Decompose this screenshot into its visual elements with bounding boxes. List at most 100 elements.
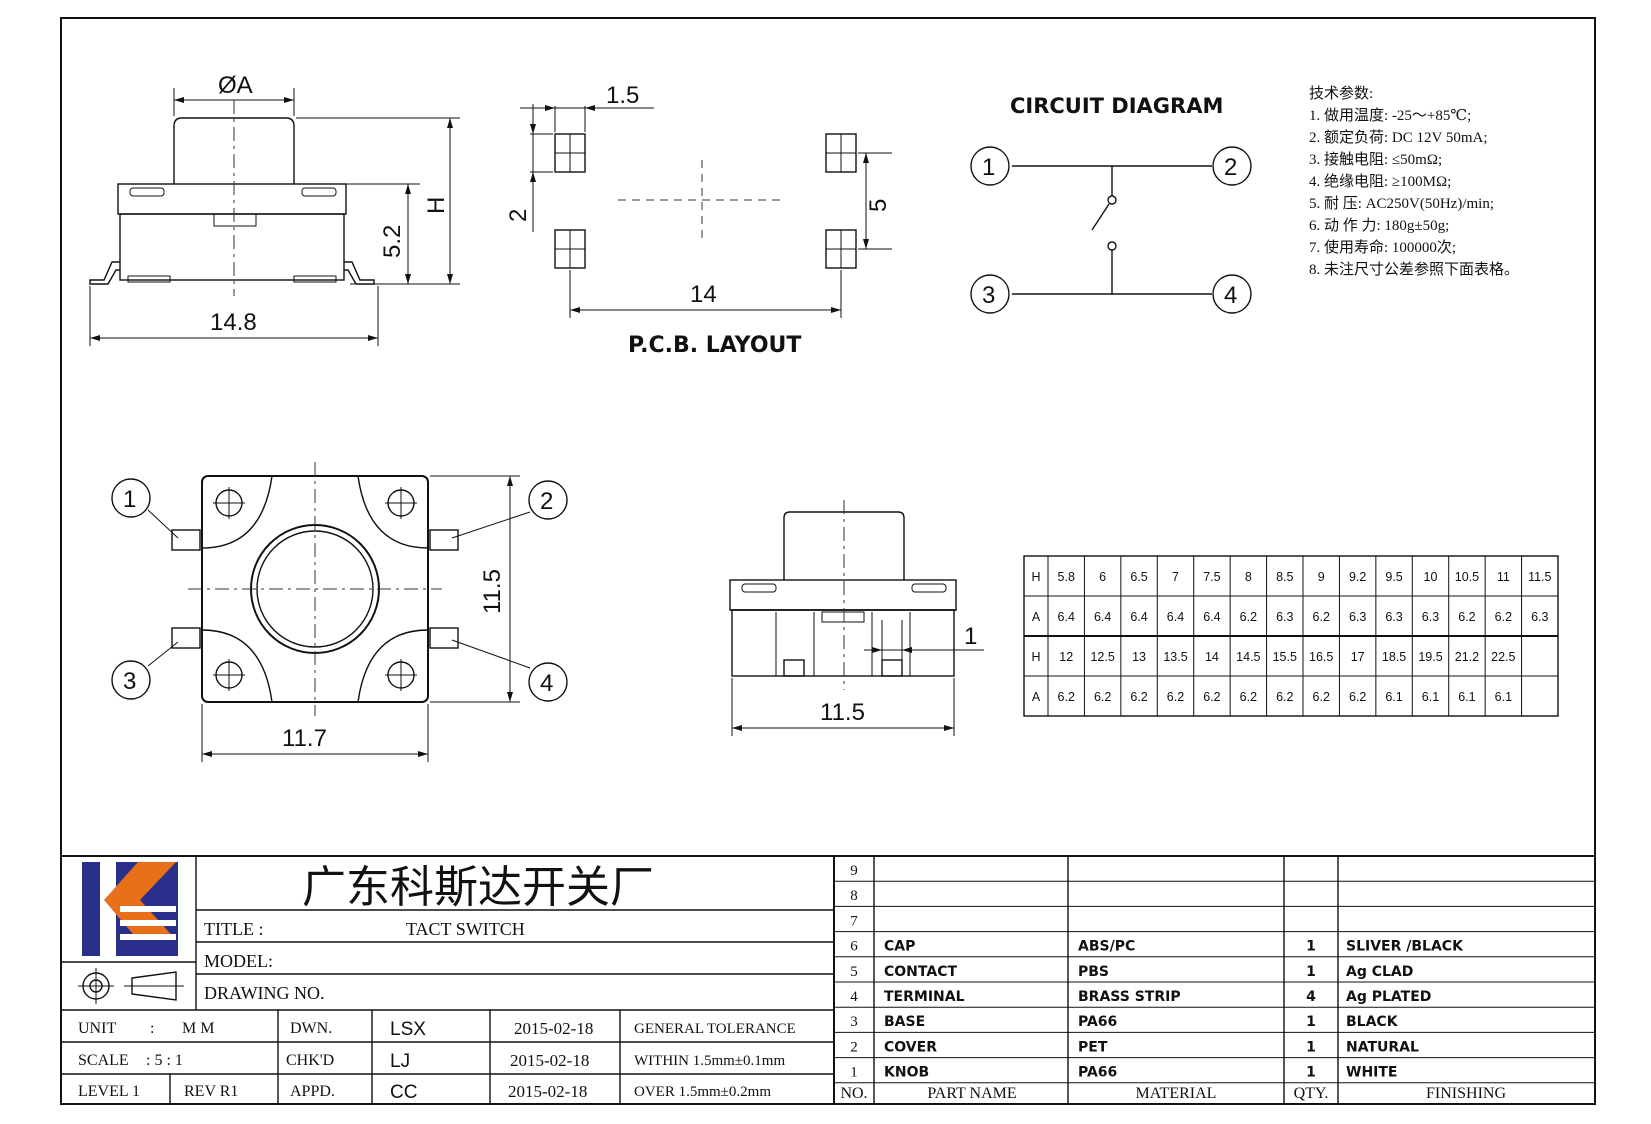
circuit-pin-2: 2 xyxy=(1224,154,1237,181)
projection-symbol-icon xyxy=(78,968,184,1004)
top-pin-3: 3 xyxy=(123,668,136,695)
table-cell: 18.5 xyxy=(1382,650,1406,664)
dim-5-label: 5 xyxy=(865,199,892,212)
height-label: H xyxy=(423,197,450,214)
table-cell: 6.4 xyxy=(1130,610,1147,624)
dwn-name: LSX xyxy=(390,1019,426,1040)
bom-part: CAP xyxy=(884,939,915,955)
spec-item-5: 5. 耐 压: AC250V(50Hz)/min; xyxy=(1309,195,1494,212)
bom-header: NO. xyxy=(840,1085,867,1102)
drawing-no-label: DRAWING NO. xyxy=(204,983,325,1003)
table-cell: 12 xyxy=(1059,650,1073,664)
bom-header: QTY. xyxy=(1294,1085,1329,1102)
bom-no: 3 xyxy=(850,1014,858,1030)
table-cell: 6.3 xyxy=(1531,610,1548,624)
bom-qty: 1 xyxy=(1306,964,1316,980)
dim-1-label: 1 xyxy=(964,623,977,650)
circuit-pin-3: 3 xyxy=(982,282,995,309)
bom-no: 7 xyxy=(850,913,858,929)
table-cell: 13.5 xyxy=(1163,650,1187,664)
bom-part: TERMINAL xyxy=(884,989,965,1005)
dim-11-5-side-label: 11.5 xyxy=(479,569,506,614)
bom-part: COVER xyxy=(884,1039,937,1055)
dim-11-7-label: 11.7 xyxy=(282,725,327,752)
table-cell: 7.5 xyxy=(1203,570,1220,584)
bom-material: ABS/PC xyxy=(1078,939,1135,955)
bom-header: PART NAME xyxy=(927,1085,1016,1102)
table-cell: 6.4 xyxy=(1167,610,1184,624)
table-cell: 10 xyxy=(1424,570,1438,584)
bom-part: KNOB xyxy=(884,1065,929,1081)
table-cell: 6.2 xyxy=(1058,690,1075,704)
table-cell: 6.2 xyxy=(1313,690,1330,704)
bom-finish: BLACK xyxy=(1346,1014,1399,1030)
table-cell: 6.2 xyxy=(1349,690,1366,704)
model-label: MODEL: xyxy=(204,951,273,971)
bom-qty: 1 xyxy=(1306,1065,1316,1081)
table-cell: A xyxy=(1032,690,1041,704)
table-cell: A xyxy=(1032,610,1041,624)
appd-name: CC xyxy=(390,1082,417,1103)
spec-item-6: 6. 动 作 力: 180g±50g; xyxy=(1309,217,1449,234)
dim-2-label: 2 xyxy=(505,209,532,222)
top-pin-4: 4 xyxy=(540,670,553,697)
table-cell: 6.1 xyxy=(1458,690,1475,704)
spec-item-4: 4. 绝缘电阻: ≥100MΩ; xyxy=(1309,173,1451,190)
table-cell: 6.2 xyxy=(1458,610,1475,624)
bom-no: 9 xyxy=(850,863,858,879)
drawing-frame xyxy=(60,17,1596,1105)
table-cell: H xyxy=(1031,650,1040,664)
tolerance-title: GENERAL TOLERANCE xyxy=(634,1021,796,1037)
bom-material: PA66 xyxy=(1078,1014,1117,1030)
bom-no: 8 xyxy=(850,888,858,904)
front-view: 1 11.5 xyxy=(729,500,984,736)
bom-qty: 1 xyxy=(1306,1014,1316,1030)
circuit-title: CIRCUIT DIAGRAM xyxy=(1010,94,1223,118)
table-cell: 9 xyxy=(1318,570,1325,584)
bom-material: PBS xyxy=(1078,964,1109,980)
dim-14-label: 14 xyxy=(690,281,717,308)
table-cell: 6.2 xyxy=(1167,690,1184,704)
table-cell: 6.2 xyxy=(1276,690,1293,704)
bom-material: PET xyxy=(1078,1039,1108,1055)
appd-label: APPD. xyxy=(290,1083,335,1100)
table-cell: 6 xyxy=(1099,570,1106,584)
scale-value: : 5 : 1 xyxy=(146,1052,183,1069)
table-cell: 15.5 xyxy=(1273,650,1297,664)
rev-label: REV R1 xyxy=(184,1083,238,1100)
dim-5-2-label: 5.2 xyxy=(379,225,406,258)
company-name: 广东科斯达开关厂 xyxy=(302,863,654,912)
bom-header: FINISHING xyxy=(1426,1085,1506,1102)
side-view: ØA H 5.2 14.8 xyxy=(89,72,460,346)
table-cell: 13 xyxy=(1132,650,1146,664)
table-cell: 11 xyxy=(1497,570,1510,584)
bom-finish: Ag PLATED xyxy=(1346,989,1431,1005)
circuit-pin-4: 4 xyxy=(1224,282,1237,309)
chkd-name: LJ xyxy=(390,1051,410,1072)
bom-finish: Ag CLAD xyxy=(1346,964,1413,980)
bom-material: PA66 xyxy=(1078,1065,1117,1081)
title-label: TITLE : xyxy=(204,919,263,939)
circuit-pin-1: 1 xyxy=(982,154,995,181)
appd-date: 2015-02-18 xyxy=(508,1082,587,1101)
table-cell: 8.5 xyxy=(1276,570,1293,584)
table-cell: 6.4 xyxy=(1058,610,1075,624)
scale-label: SCALE xyxy=(78,1052,129,1069)
table-cell: 21.2 xyxy=(1455,650,1479,664)
bom-material: BRASS STRIP xyxy=(1078,989,1181,1005)
tolerance-over: OVER 1.5mm±0.2mm xyxy=(634,1084,771,1100)
circuit-diagram: CIRCUIT DIAGRAM 1 2 3 4 xyxy=(970,94,1252,314)
bom-qty: 4 xyxy=(1306,989,1316,1005)
dwn-date: 2015-02-18 xyxy=(514,1019,593,1038)
dim-1-5-label: 1.5 xyxy=(606,82,639,109)
table-cell: 6.2 xyxy=(1203,690,1220,704)
table-cell: 16.5 xyxy=(1309,650,1333,664)
table-cell: 6.4 xyxy=(1094,610,1111,624)
table-cell: 6.2 xyxy=(1313,610,1330,624)
bom-finish: WHITE xyxy=(1346,1065,1397,1081)
table-cell: 7 xyxy=(1172,570,1179,584)
chkd-date: 2015-02-18 xyxy=(510,1051,589,1070)
spec-item-7: 7. 使用寿命: 100000次; xyxy=(1309,238,1456,256)
